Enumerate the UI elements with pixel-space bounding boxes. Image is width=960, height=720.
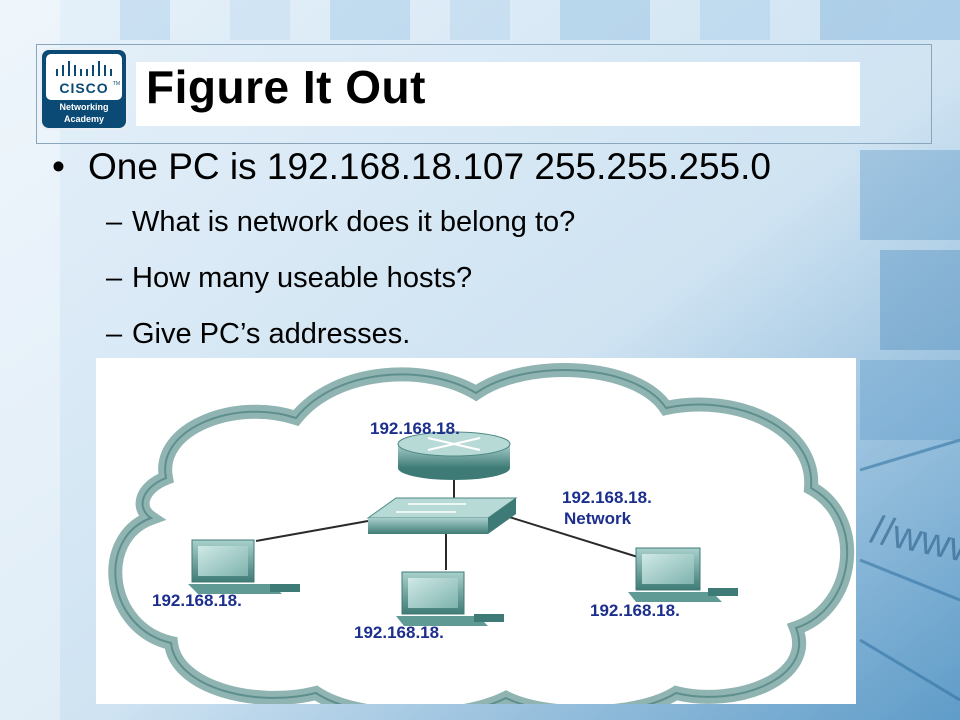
main-bullet: • One PC is 192.168.18.107 255.255.255.0	[52, 146, 771, 188]
sub-item-text: Give PC’s addresses.	[132, 318, 411, 350]
cisco-bars-icon	[56, 61, 112, 76]
slide-title: Figure It Out	[146, 61, 426, 113]
sub-marker: –	[106, 318, 123, 350]
sub-item: –How many useable hosts?	[106, 262, 472, 295]
pc-right-label: 192.168.18.	[590, 601, 680, 620]
trademark-mark: TM	[112, 81, 120, 87]
network-diagram: 192.168.18. 192.168.18. Network 192.168.…	[96, 358, 856, 704]
cisco-logo-badge: CISCO TM	[46, 54, 122, 100]
cloud-outline	[114, 369, 849, 704]
sub-marker: –	[106, 206, 123, 238]
router-label: 192.168.18.	[370, 419, 460, 438]
router-icon	[397, 431, 511, 480]
pc-right-icon	[628, 547, 738, 602]
cisco-wordmark: CISCO	[59, 80, 109, 96]
network-label-address: 192.168.18.	[562, 488, 652, 507]
logo-line-academy: Academy	[63, 114, 105, 124]
pc-center-icon	[396, 571, 504, 626]
title-frame	[36, 44, 932, 144]
cloud-shape	[108, 363, 855, 704]
switch-icon	[366, 497, 518, 534]
sub-item: –Give PC’s addresses.	[106, 318, 410, 351]
sub-marker: –	[106, 262, 123, 294]
network-label-text: Network	[564, 509, 632, 528]
pc-left-icon	[188, 539, 300, 594]
sub-item-text: How many useable hosts?	[132, 262, 473, 294]
pc-center-label: 192.168.18.	[354, 623, 444, 642]
sub-item-text: What is network does it belong to?	[132, 206, 576, 238]
sub-item: –What is network does it belong to?	[106, 206, 575, 239]
pc-left-label: 192.168.18.	[152, 591, 242, 610]
cisco-networking-academy-logo: CISCO TM Networking Academy	[40, 48, 128, 130]
bullet-marker: •	[52, 146, 65, 187]
main-bullet-text: One PC is 192.168.18.107 255.255.255.0	[88, 146, 771, 187]
logo-line-networking: Networking	[59, 102, 109, 112]
title-panel	[136, 62, 860, 126]
